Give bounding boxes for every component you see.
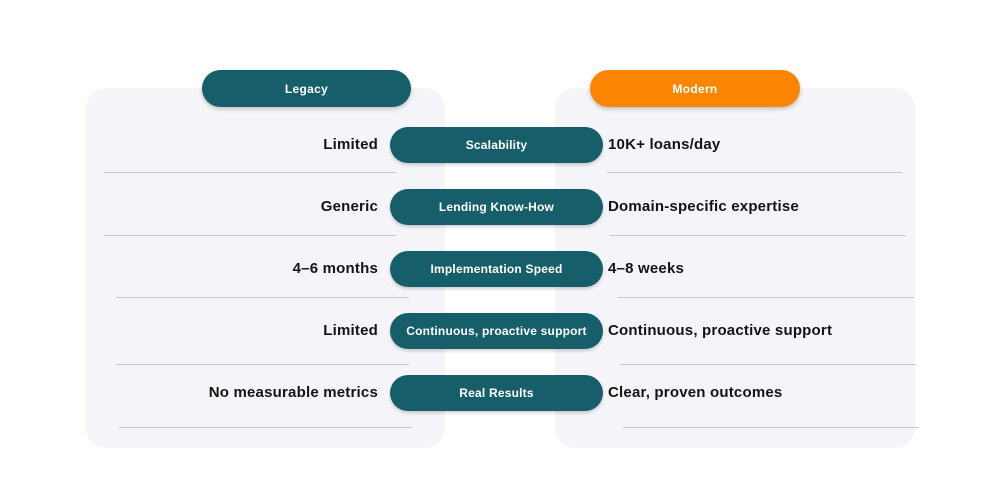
modern-divider	[618, 297, 914, 298]
comparison-row-support: Limited Continuous, proactive support Co…	[0, 313, 1000, 365]
modern-value: Clear, proven outcomes	[608, 384, 783, 401]
legacy-value: Limited	[323, 136, 378, 153]
legacy-value: Generic	[320, 198, 378, 215]
modern-value: Continuous, proactive support	[608, 322, 833, 339]
modern-value: 10K+ loans/day	[608, 136, 721, 153]
feature-label: Implementation Speed	[430, 262, 563, 276]
comparison-row-implementation-speed: 4–6 months Implementation Speed 4–8 week…	[0, 251, 1000, 298]
modern-divider	[610, 235, 906, 236]
legacy-header-pill: Legacy	[202, 70, 411, 107]
legacy-header-label: Legacy	[284, 81, 329, 96]
legacy-value: No measurable metrics	[208, 384, 378, 401]
feature-label: Scalability	[465, 138, 528, 152]
legacy-value: Limited	[323, 322, 378, 339]
comparison-row-real-results: No measurable metrics Real Results Clear…	[0, 375, 1000, 428]
modern-value: Domain-specific expertise	[608, 198, 799, 215]
feature-label: Lending Know-How	[438, 200, 555, 214]
legacy-panel	[86, 88, 445, 448]
feature-pill: Lending Know-How	[390, 189, 603, 225]
legacy-value: 4–6 months	[292, 260, 378, 277]
comparison-row-lending-know-how: Generic Lending Know-How Domain-specific…	[0, 189, 1000, 236]
legacy-divider	[104, 235, 397, 236]
feature-pill: Continuous, proactive support	[390, 313, 603, 349]
legacy-divider	[116, 364, 409, 365]
legacy-divider	[119, 427, 412, 428]
modern-divider	[607, 172, 903, 173]
modern-divider	[620, 364, 916, 365]
modern-panel	[555, 88, 915, 448]
feature-pill: Scalability	[390, 127, 603, 163]
modern-divider	[623, 427, 919, 428]
modern-header-label: Modern	[672, 81, 718, 96]
modern-header-pill: Modern	[590, 70, 800, 107]
legacy-divider	[116, 297, 409, 298]
feature-label: Continuous, proactive support	[406, 324, 587, 338]
feature-pill: Implementation Speed	[390, 251, 603, 287]
feature-pill: Real Results	[390, 375, 603, 411]
feature-label: Real Results	[459, 386, 534, 400]
comparison-row-scalability: Limited Scalability 10K+ loans/day	[0, 127, 1000, 173]
legacy-divider	[104, 172, 397, 173]
modern-value: 4–8 weeks	[608, 260, 685, 277]
